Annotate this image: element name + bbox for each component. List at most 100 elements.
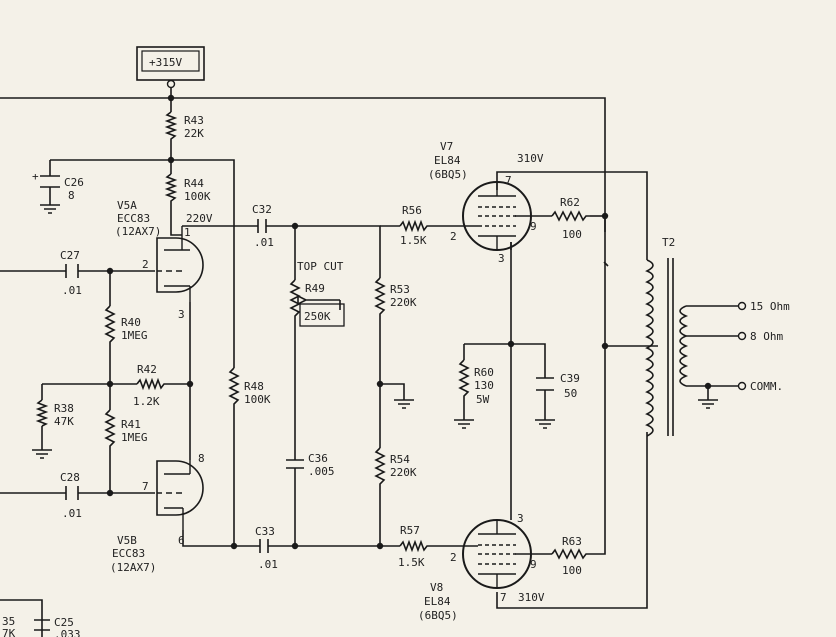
label-r43-value: 22K <box>184 127 204 140</box>
label-top-cut: TOP CUT <box>297 260 344 273</box>
label-r60-value: 130 <box>474 379 494 392</box>
label-r41-value: 1MEG <box>121 431 148 444</box>
capacitor-c27 <box>65 264 79 278</box>
resistor-r44 <box>164 173 178 205</box>
label-r54-value: 220K <box>390 466 417 479</box>
label-c32: C32 <box>252 203 272 216</box>
label-r49-value: 250K <box>304 310 331 323</box>
label-c33: C33 <box>255 525 275 538</box>
resistor-r57 <box>399 539 432 553</box>
label-c27-value: .01 <box>62 284 82 297</box>
label-r44-value: 100K <box>184 190 211 203</box>
label-c33-value: .01 <box>258 558 278 571</box>
label-r40-value: 1MEG <box>121 329 148 342</box>
label-r44: R44 <box>184 177 204 190</box>
potentiometer-r49 <box>289 279 301 322</box>
label-t2: T2 <box>662 236 675 249</box>
label-r56-value: 1.5K <box>400 234 427 247</box>
label-v7-pin9: 9 <box>530 220 537 233</box>
label-c26-plus: + <box>32 170 39 183</box>
label-v7-pin3: 3 <box>498 252 505 265</box>
label-v5b-type: ECC83 <box>112 547 145 560</box>
label-r43: R43 <box>184 114 204 127</box>
label-out-8ohm: 8 Ohm <box>750 330 783 343</box>
capacitor-c39 <box>536 377 554 391</box>
label-220v: 220V <box>186 212 213 225</box>
transformer-t2 <box>645 258 747 437</box>
label-r38: R38 <box>54 402 74 415</box>
wires <box>0 88 738 637</box>
triode-v5a <box>156 226 204 302</box>
label-v5a-equiv: (12AX7) <box>115 225 161 238</box>
label-r35: 35 <box>2 615 15 628</box>
ground-icon <box>32 449 52 459</box>
label-v5a: V5A <box>117 199 137 212</box>
label-r63-value: 100 <box>562 564 582 577</box>
label-r35-value: 7K <box>2 627 16 637</box>
label-r42: R42 <box>137 363 157 376</box>
label-r62: R62 <box>560 196 580 209</box>
resistor-r38 <box>35 399 49 427</box>
label-v7-pin2: 2 <box>450 230 457 243</box>
label-r40: R40 <box>121 316 141 329</box>
ground-icon <box>394 399 414 409</box>
label-r60: R60 <box>474 366 494 379</box>
label-c27: C27 <box>60 249 80 262</box>
label-v8-pin9: 9 <box>530 558 537 571</box>
capacitor-c32 <box>257 219 267 233</box>
label-c25: C25 <box>54 616 74 629</box>
resistors <box>35 111 590 560</box>
label-r38-value: 47K <box>54 415 74 428</box>
label-v8-pin7: 7 <box>500 591 507 604</box>
ground-icon <box>40 204 60 214</box>
label-v5b-equiv: (12AX7) <box>110 561 156 574</box>
capacitors <box>34 175 554 631</box>
label-r60-power: 5W <box>476 393 490 406</box>
label-c28: C28 <box>60 471 80 484</box>
resistor-r48 <box>228 367 240 412</box>
resistor-r63 <box>551 548 590 560</box>
resistor-r54 <box>374 447 386 488</box>
label-v7-equiv: (6BQ5) <box>428 168 468 181</box>
grounds <box>32 204 718 459</box>
label-c26: C26 <box>64 176 84 189</box>
resistor-r53 <box>374 277 386 320</box>
label-v8-pin3: 3 <box>517 512 524 525</box>
label-r62-value: 100 <box>562 228 582 241</box>
label-c25-value: .033 <box>54 628 81 637</box>
label-r56: R56 <box>402 204 422 217</box>
label-v5a-type: ECC83 <box>117 212 150 225</box>
capacitor-c33 <box>259 539 269 553</box>
label-v8: V8 <box>430 581 443 594</box>
label-c36: C36 <box>308 452 328 465</box>
label-c39-value: 50 <box>564 387 577 400</box>
capacitor-c28 <box>65 486 79 500</box>
label-v7-pin7: 7 <box>505 174 512 187</box>
resistor-r56 <box>399 219 432 233</box>
label-c26-value: 8 <box>68 189 75 202</box>
component-labels: R43 22K R44 100K + C26 8 V5A ECC83 (12AX… <box>2 114 790 637</box>
label-310v-bottom: 310V <box>518 591 545 604</box>
label-out-15ohm: 15 Ohm <box>750 300 790 313</box>
label-v7-type: EL84 <box>434 154 461 167</box>
triode-v5b <box>156 460 204 530</box>
supply-terminal: +315V <box>136 46 205 89</box>
label-310v-top: 310V <box>517 152 544 165</box>
label-c32-value: .01 <box>254 236 274 249</box>
junction-dots <box>106 94 712 550</box>
resistor-r40 <box>104 305 116 344</box>
label-c39: C39 <box>560 372 580 385</box>
capacitor-c26 <box>40 175 60 188</box>
resistor-r60 <box>458 359 470 404</box>
label-v5a-pin3: 3 <box>178 308 185 321</box>
pentode-v8 <box>460 519 532 589</box>
label-r48-value: 100K <box>244 393 271 406</box>
resistor-r41 <box>104 409 116 448</box>
label-c36-value: .005 <box>308 465 335 478</box>
label-r57-value: 1.5K <box>398 556 425 569</box>
label-r57: R57 <box>400 524 420 537</box>
label-v8-equiv: (6BQ5) <box>418 609 458 622</box>
label-r53-value: 220K <box>390 296 417 309</box>
label-r53: R53 <box>390 283 410 296</box>
